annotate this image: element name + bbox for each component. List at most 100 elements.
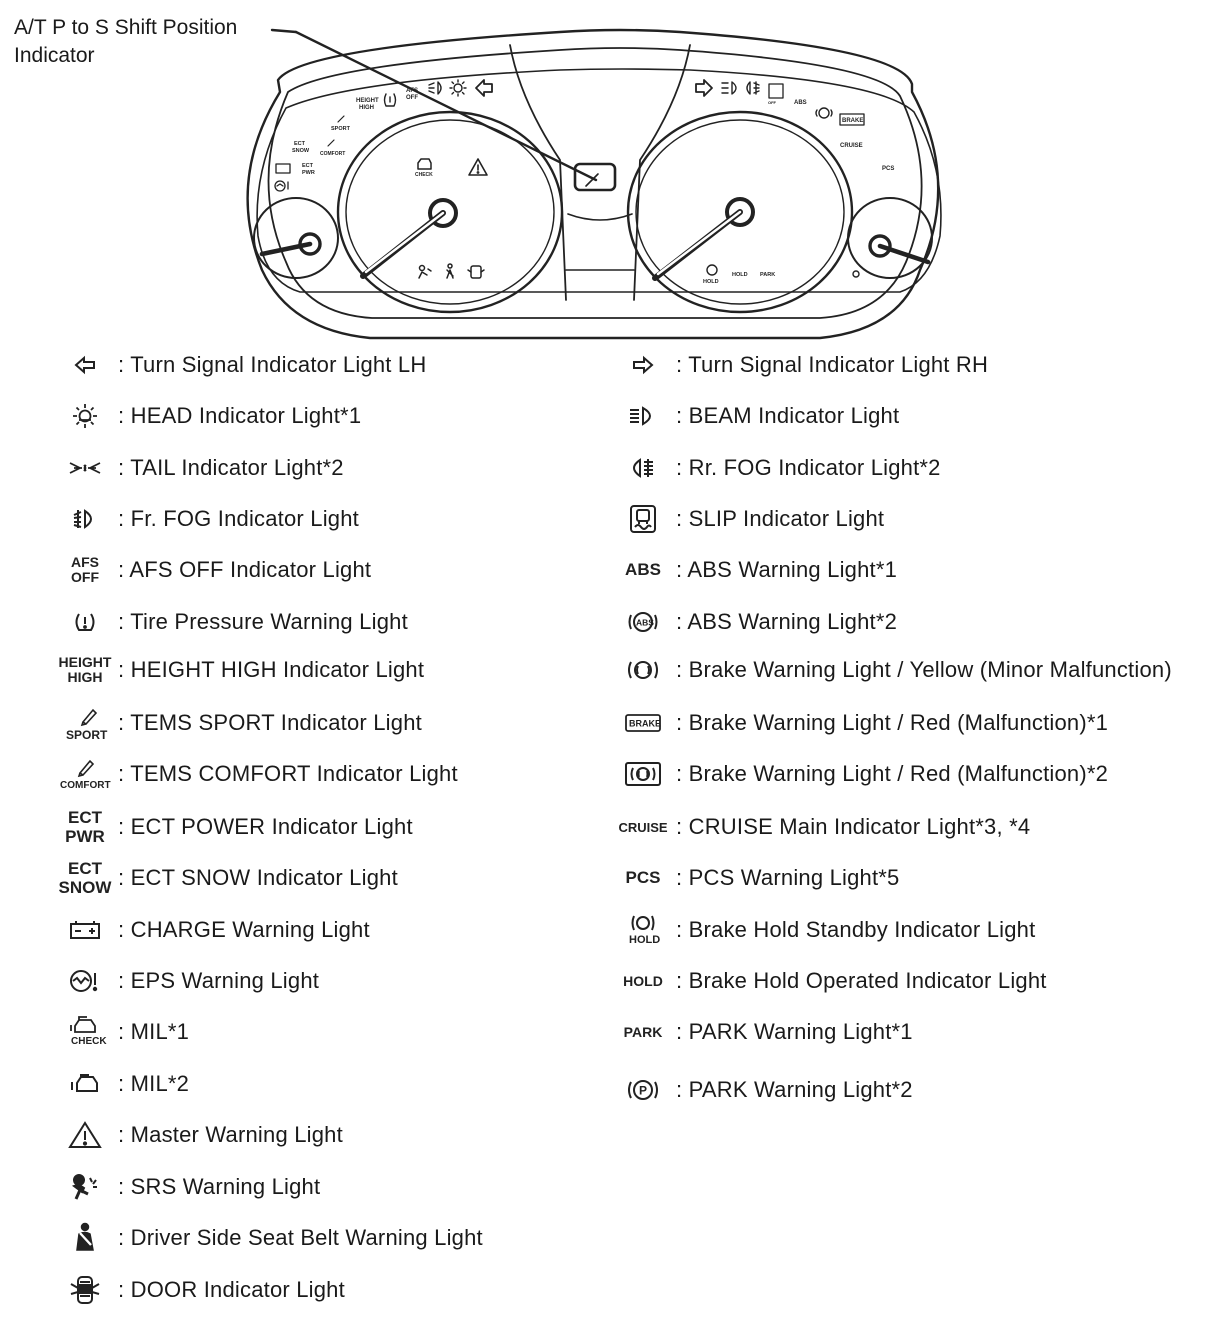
cluster-mil-check-icon [417, 158, 432, 170]
legend-row-abs-circle: ABS : ABS Warning Light*2 [614, 602, 897, 642]
legend-text: : SLIP Indicator Light [676, 506, 885, 531]
legend-row-door: : DOOR Indicator Light [56, 1270, 345, 1310]
cluster-eps-icon [274, 180, 289, 192]
srs-icon [56, 1172, 114, 1202]
cluster-beam-icon [721, 81, 737, 95]
seat-belt-icon [56, 1222, 114, 1254]
mil-icon [56, 1073, 114, 1095]
svg-text:PWR: PWR [302, 170, 315, 176]
legend-row-brake-hold-standby: HOLD : Brake Hold Standby Indicator Ligh… [614, 910, 1035, 950]
cluster-label-sport: SPORT [331, 126, 351, 132]
cluster-seat-belt-icon [446, 263, 454, 279]
right-small-indicator [852, 270, 860, 278]
legend-text: : MIL*2 [118, 1071, 190, 1096]
legend-text: : Turn Signal Indicator Light RH [676, 352, 989, 377]
callout-leader-arrow [294, 30, 598, 182]
legend-text: : SRS Warning Light [118, 1174, 321, 1199]
legend-row-brake-red-text: BRAKE : Brake Warning Light / Red (Malfu… [614, 703, 1108, 743]
tire-pressure-icon [56, 611, 114, 633]
abs-text-icon: ABS [614, 560, 672, 580]
svg-text:HIGH: HIGH [359, 105, 374, 111]
cluster-rear-fog-icon [746, 81, 760, 95]
cluster-brake-hold-standby-icon [706, 264, 718, 276]
legend-row-front-fog: : Fr. FOG Indicator Light [56, 499, 359, 539]
legend-row-tire-pressure: : Tire Pressure Warning Light [56, 602, 408, 642]
legend-text: : Master Warning Light [118, 1122, 343, 1147]
legend-text: : HEIGHT HIGH Indicator Light [118, 657, 425, 682]
legend-row-srs: : SRS Warning Light [56, 1167, 320, 1207]
cluster-label-abs: ABS [794, 100, 807, 106]
legend-text: : Brake Warning Light / Red (Malfunction… [676, 710, 1109, 735]
legend-text: : ECT SNOW Indicator Light [118, 865, 398, 890]
legend-text: : CRUISE Main Indicator Light*3, *4 [676, 814, 1031, 839]
park-label: PARK [623, 1024, 663, 1040]
door-icon [56, 1274, 114, 1306]
abs-text-label: ABS [625, 560, 661, 579]
afs-off-label-2: OFF [71, 569, 99, 585]
cluster-charge-icon [275, 163, 291, 174]
tail-light-icon [56, 459, 114, 477]
cruise-icon: CRUISE [614, 820, 672, 835]
legend-row-tems-comfort: COMFORT : TEMS COMFORT Indicator Light [56, 754, 458, 794]
callout-label: A/T P to S Shift Position Indicator [14, 14, 237, 70]
brake-hold-standby-icon: HOLD [614, 912, 672, 948]
cluster-door-icon [467, 265, 485, 279]
legend-row-abs-text: ABS : ABS Warning Light*1 [614, 550, 897, 590]
legend-text: : DOOR Indicator Light [118, 1277, 345, 1302]
height-high-label-2: HIGH [67, 669, 103, 685]
cluster-face-outline [256, 68, 942, 293]
right-small-gauge [847, 197, 933, 279]
head-light-icon [56, 402, 114, 430]
park-text-icon: PARK [614, 1024, 672, 1040]
cluster-left-turn-icon [475, 79, 493, 97]
legend-text: : HEAD Indicator Light*1 [118, 403, 362, 428]
height-high-label-1: HEIGHT [58, 654, 112, 670]
svg-text:P: P [639, 1084, 647, 1098]
legend-row-brake-yellow: : Brake Warning Light / Yellow (Minor Ma… [614, 650, 1172, 690]
legend-text: : BEAM Indicator Light [676, 403, 900, 428]
cluster-right-turn-icon [695, 79, 713, 97]
legend-row-turn-left: : Turn Signal Indicator Light LH [56, 345, 426, 385]
shift-position-indicator [573, 162, 617, 192]
brake-red-symbol-icon [614, 761, 672, 787]
tems-comfort-icon: COMFORT [56, 755, 114, 793]
master-warning-icon [56, 1120, 114, 1150]
left-speedometer [336, 110, 564, 314]
charge-icon [56, 919, 114, 941]
legend-row-park-circle: P : PARK Warning Light*2 [614, 1070, 913, 1110]
legend-row-tems-sport: SPORT : TEMS SPORT Indicator Light [56, 703, 422, 743]
brake-yellow-icon [614, 657, 672, 683]
legend-row-turn-right: : Turn Signal Indicator Light RH [614, 345, 988, 385]
mil-check-icon: CHECK [56, 1014, 114, 1050]
cluster-inner-rim [267, 47, 923, 319]
cluster-slip-icon [768, 83, 784, 99]
legend-text: : PARK Warning Light*1 [676, 1019, 913, 1044]
pcs-label: PCS [625, 868, 661, 887]
legend-text: : Driver Side Seat Belt Warning Light [118, 1225, 483, 1250]
legend-row-seat-belt: : Driver Side Seat Belt Warning Light [56, 1218, 483, 1258]
legend-row-slip: : SLIP Indicator Light [614, 499, 884, 539]
legend-text: : CHARGE Warning Light [118, 917, 370, 942]
cluster-label-comfort: COMFORT [320, 151, 345, 157]
legend-row-pcs: PCS : PCS Warning Light*5 [614, 858, 900, 898]
cluster-label-pcs: PCS [882, 166, 894, 172]
turn-signal-left-icon [56, 355, 114, 375]
legend-text: : Turn Signal Indicator Light LH [118, 352, 427, 377]
cluster-label-ect-snow: ECT [294, 141, 306, 147]
legend-text: : ECT POWER Indicator Light [118, 814, 413, 839]
legend-row-rear-fog: : Rr. FOG Indicator Light*2 [614, 448, 941, 488]
svg-text:SNOW: SNOW [292, 148, 310, 154]
legend-text: : AFS OFF Indicator Light [118, 557, 372, 582]
legend-text: : TEMS COMFORT Indicator Light [118, 761, 458, 786]
ect-pwr-label-2: PWR [65, 827, 105, 846]
legend-text: : TEMS SPORT Indicator Light [118, 710, 422, 735]
legend-text: : Rr. FOG Indicator Light*2 [676, 455, 941, 480]
legend-row-master-warning: : Master Warning Light [56, 1115, 343, 1155]
left-small-gauge [253, 197, 339, 279]
pcs-icon: PCS [614, 868, 672, 888]
legend-row-mil-check: CHECK : MIL*1 [56, 1012, 189, 1052]
